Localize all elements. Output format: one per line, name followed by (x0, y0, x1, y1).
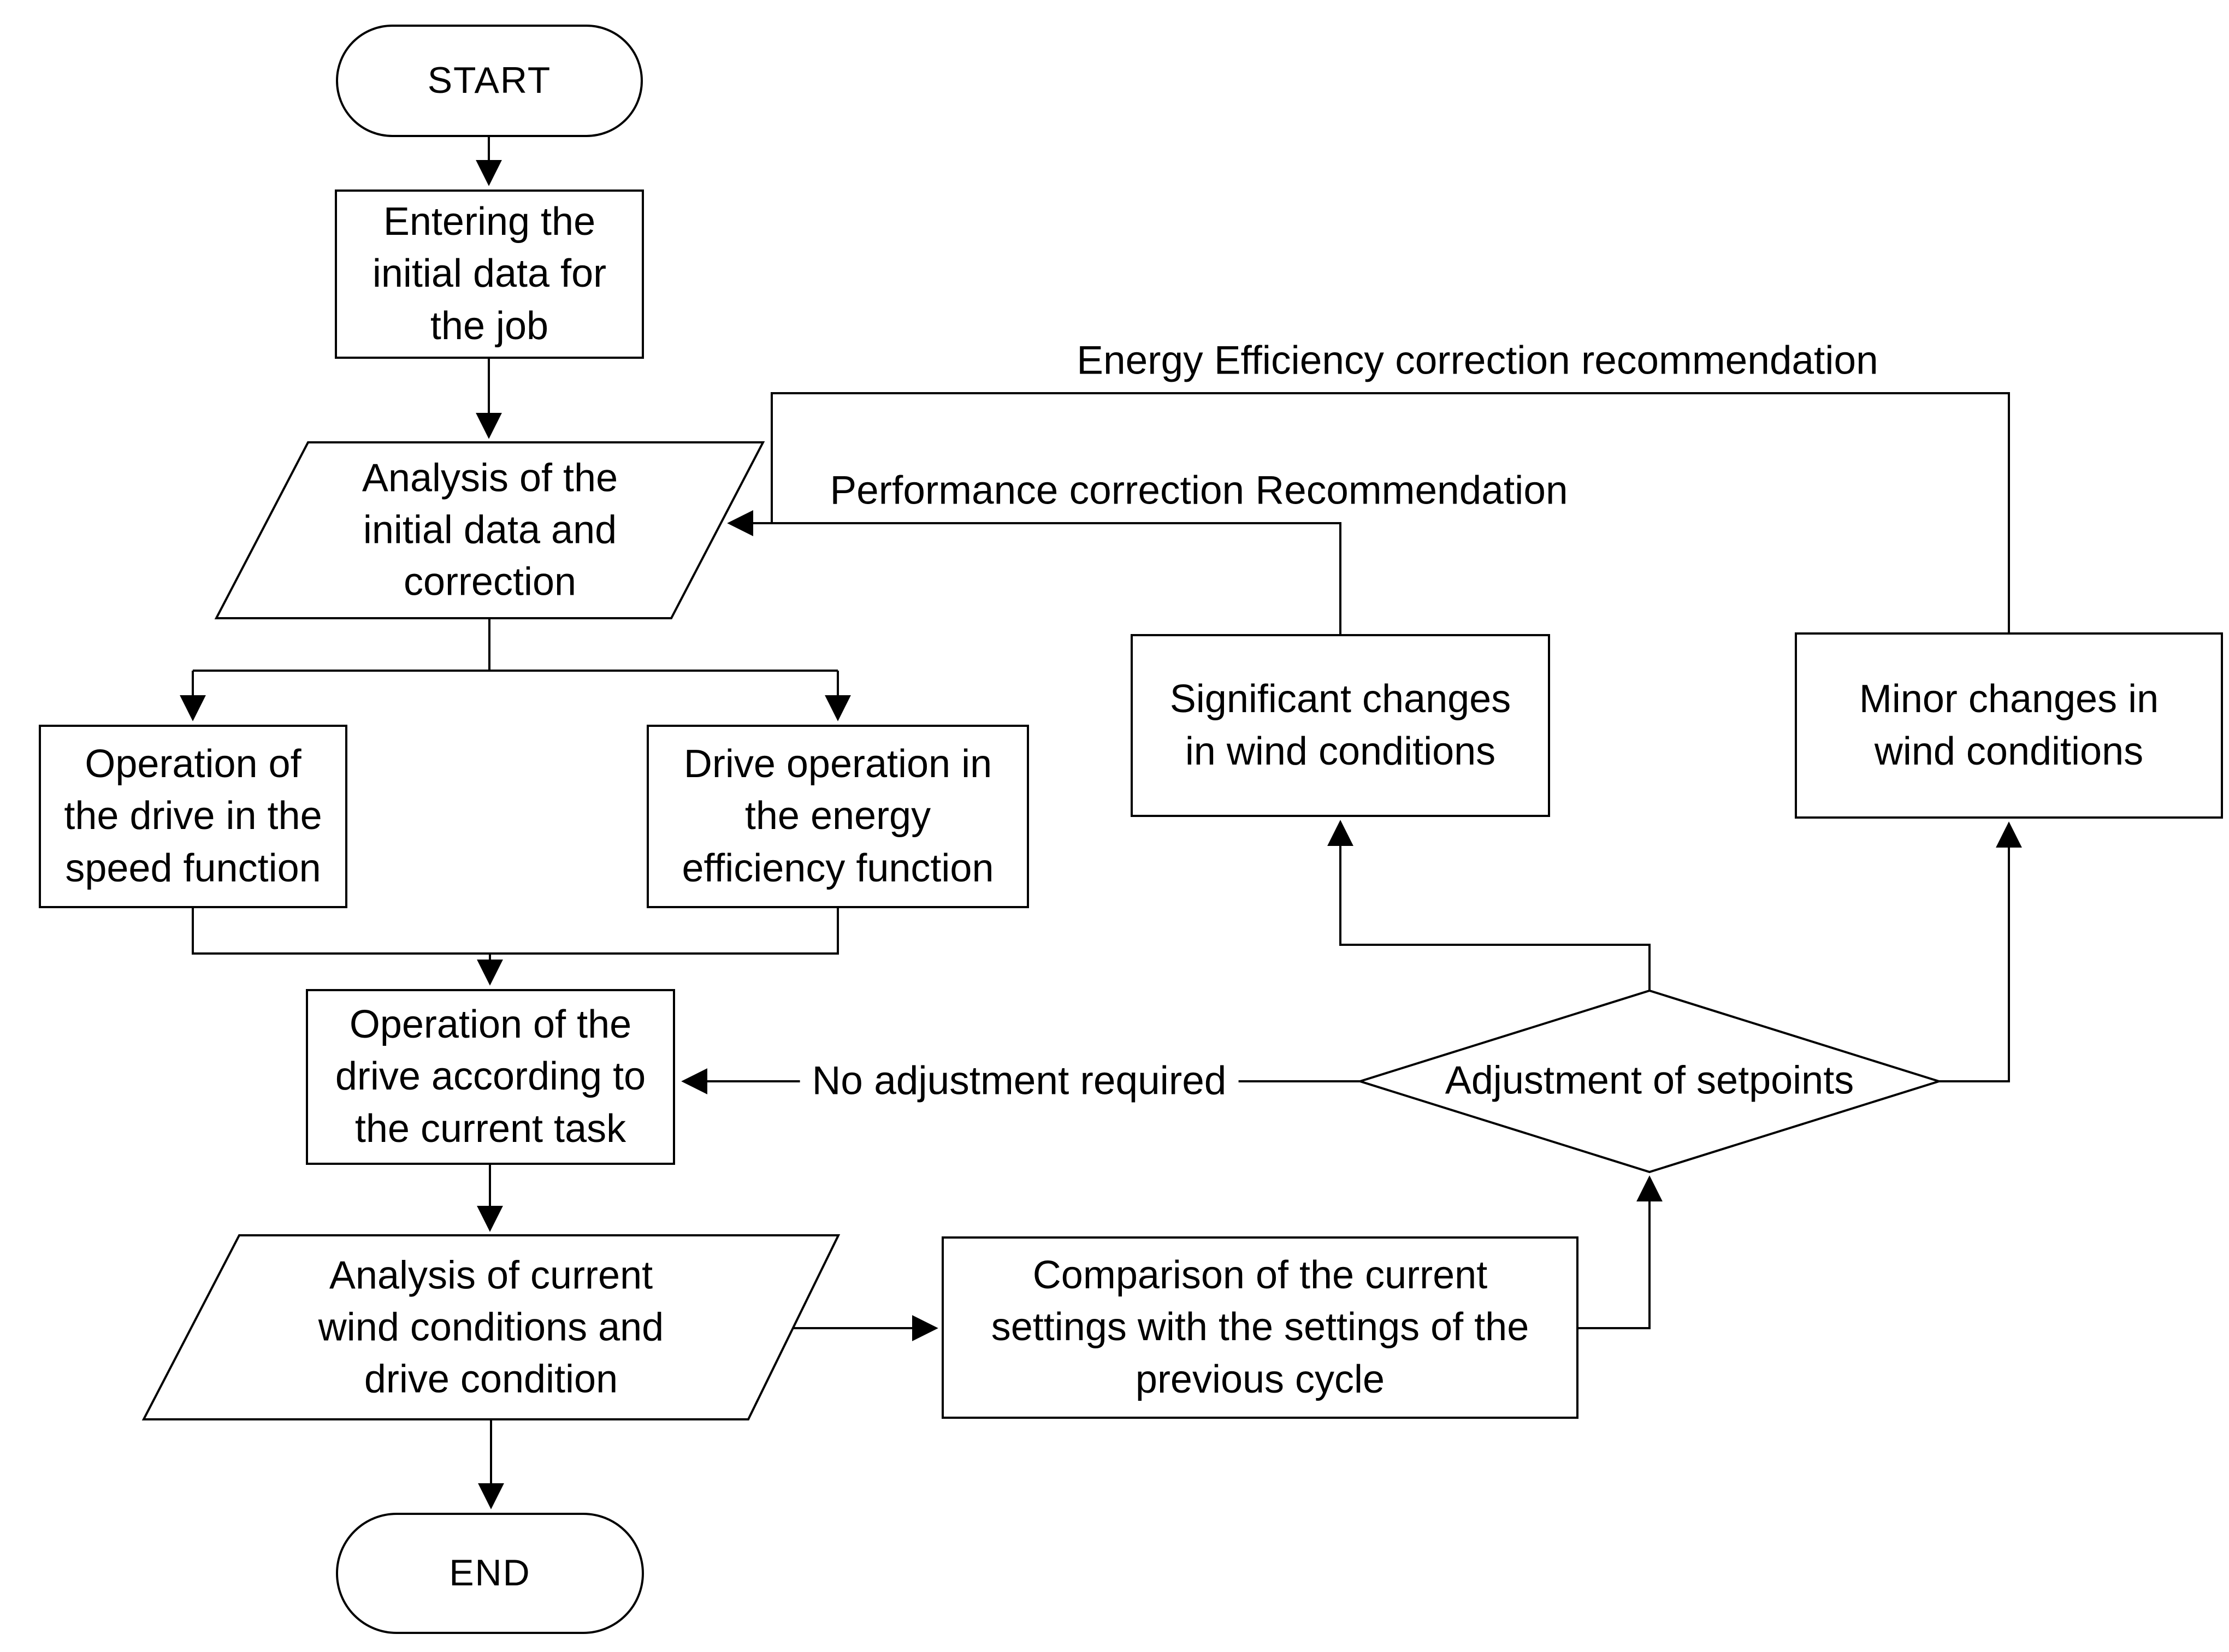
edge-speed-energy-merge-bar (192, 908, 839, 955)
analysis-wind-parallelogram (141, 1234, 841, 1420)
edge-adjustment-to-minor-changes (1939, 821, 2022, 1082)
edge-comparison-to-adjustment (1578, 1175, 1663, 1329)
adjustment-decision-diamond (1356, 989, 1943, 1174)
node-analysis-initial-label: Analysis of the initial data and correct… (362, 456, 618, 604)
node-entering-data: Entering the initial data for the job (335, 190, 644, 359)
analysis-initial-parallelogram (214, 441, 765, 619)
node-minor-changes: Minor changes in wind conditions (1795, 632, 2223, 819)
node-analysis-wind-label: Analysis of current wind conditions and … (318, 1253, 664, 1401)
edge-label-energy-efficiency-recommendation: Energy Efficiency correction recommendat… (1077, 338, 1878, 383)
node-comparison: Comparison of the current settings with … (942, 1236, 1578, 1419)
node-speed-function: Operation of the drive in the speed func… (39, 725, 347, 908)
node-adjustment-decision-label: Adjustment of setpoints (1445, 1058, 1854, 1103)
edge-label-performance-recommendation: Performance correction Recommendation (830, 468, 1568, 513)
edge-label-no-adjustment-required: No adjustment required (800, 1058, 1239, 1104)
node-end: END (336, 1513, 644, 1634)
edge-significant-to-analysis-performance (727, 510, 1341, 634)
edge-analysis-split-bar (193, 618, 838, 672)
node-significant-changes: Significant changes in wind conditions (1131, 634, 1550, 817)
node-start: START (336, 25, 643, 137)
node-current-task: Operation of the drive according to the … (306, 989, 675, 1165)
edge-minor-to-analysis-energy-efficiency (771, 392, 2010, 632)
node-energy-efficiency-function: Drive operation in the energy efficiency… (647, 725, 1029, 908)
edge-adjustment-to-significant-changes (1327, 820, 1651, 991)
